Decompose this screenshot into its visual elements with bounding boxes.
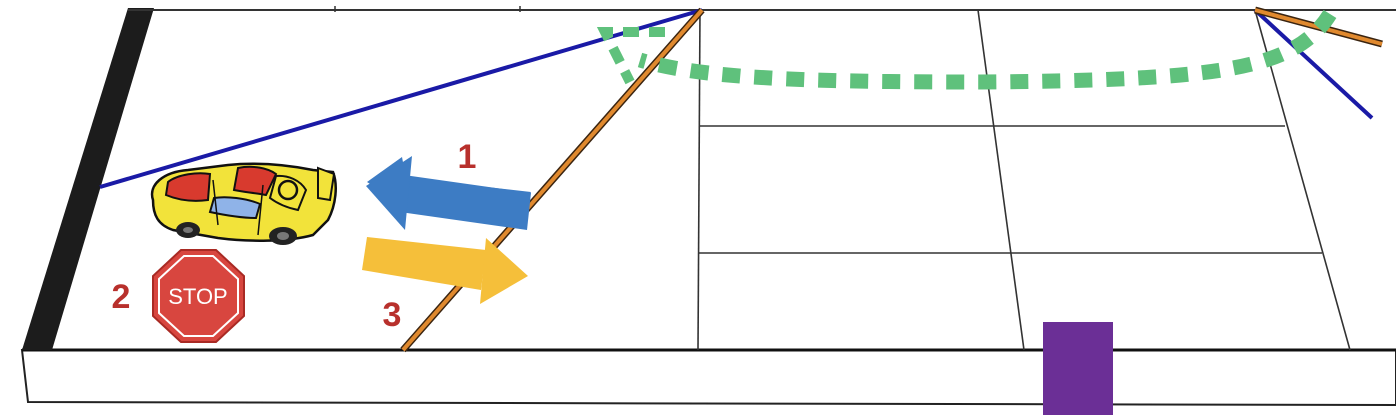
step-label-1: 1 (458, 138, 477, 176)
yellow-arrow-body (362, 237, 486, 290)
yellow-arrow-head (480, 238, 528, 304)
blue-line-left (99, 8, 703, 189)
purple-block (1043, 322, 1113, 415)
left-black-edge (22, 8, 154, 350)
blue-line-right (1253, 8, 1374, 120)
orange-line-left (401, 8, 704, 352)
stop-sign-icon: STOP (152, 249, 245, 343)
car-icon (150, 162, 337, 245)
green-dotted-path (637, 9, 1337, 90)
board-front-face (20, 349, 1396, 407)
parking-grid (697, 9, 1351, 351)
green-path-arrowhead (596, 27, 665, 85)
step-label-3: 3 (383, 296, 402, 334)
blue-arrow-head (366, 156, 412, 230)
step-label-2: 2 (112, 278, 131, 316)
blue-arrow-body (400, 175, 531, 230)
stop-sign-text: STOP (168, 284, 228, 309)
